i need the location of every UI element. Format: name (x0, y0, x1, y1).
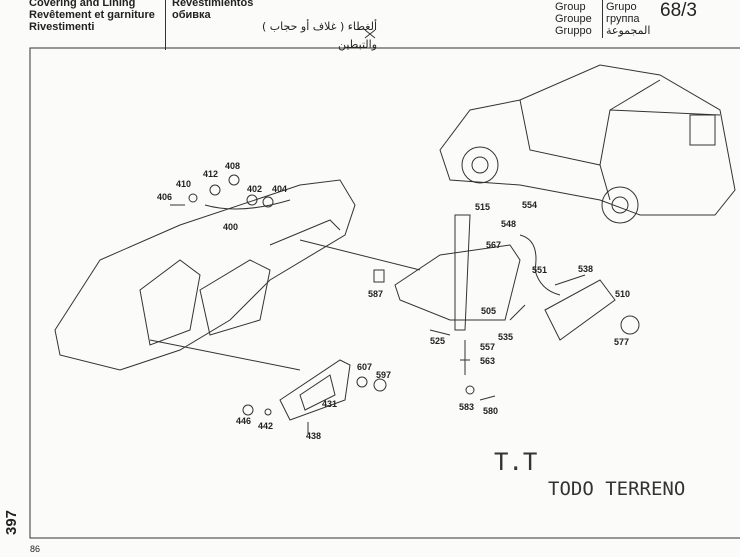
title-en: Covering and Lining (29, 0, 136, 9)
part-label: 577 (614, 337, 630, 347)
part-label: 554 (522, 200, 538, 210)
title-it: Rivestimenti (29, 21, 95, 33)
glovebox-illustration (394, 214, 640, 401)
part-label: 400 (223, 222, 239, 232)
group-fr: Groupe (555, 13, 592, 25)
part-label: 408 (225, 161, 241, 171)
part-label: 402 (247, 184, 263, 194)
page-number-bottom: 86 (30, 544, 41, 554)
group-it: Gruppo (555, 25, 592, 37)
part-label: 406 (157, 192, 173, 202)
group-es: Grupo (606, 1, 637, 13)
part-label: 442 (258, 421, 274, 431)
part-label: 548 (501, 219, 517, 229)
group-labels: Group Groupe Gruppo (555, 1, 592, 37)
part-label: 563 (480, 356, 496, 366)
part-label: 412 (203, 169, 219, 179)
part-label: 551 (532, 265, 548, 275)
part-label: 510 (615, 289, 631, 299)
x-mark (364, 29, 376, 39)
part-label: 583 (459, 402, 475, 412)
part-label: 446 (236, 416, 252, 426)
part-label: 597 (376, 370, 392, 380)
vehicle-illustration (439, 64, 736, 224)
part-label: 438 (306, 431, 322, 441)
part-label: 538 (578, 264, 594, 274)
page-number-side: 397 (3, 509, 20, 535)
part-label: 525 (430, 336, 446, 346)
part-label: 557 (480, 342, 496, 352)
title-ru: обивка (172, 9, 211, 21)
part-label: 431 (322, 399, 338, 409)
title-es: Revestimientos (172, 0, 254, 9)
part-label: 535 (498, 332, 514, 342)
title-fr: Revêtement et garniture (29, 9, 155, 21)
dashboard-illustration (54, 179, 421, 371)
bracket-parts (170, 174, 385, 283)
stamp-todo-terreno: TODO TERRENO (548, 478, 686, 500)
title-block-left: Covering and Lining Revêtement et garnit… (29, 0, 155, 33)
part-label: 580 (483, 406, 499, 416)
group-labels-2: Grupo группа المجموعة (606, 1, 650, 37)
divider (602, 0, 603, 38)
part-label: 567 (486, 240, 502, 250)
divider (165, 0, 166, 50)
group-ru: группа (606, 13, 640, 25)
part-label: 515 (475, 202, 491, 212)
title-ar-1: ألغطاء ( غلاف أو حجاب ) (262, 20, 378, 33)
part-label: 505 (481, 306, 497, 316)
ashtray-panel-illustration (242, 359, 387, 434)
group-en: Group (555, 1, 586, 13)
part-label: 404 (272, 184, 288, 194)
group-ar: المجموعة (606, 24, 651, 37)
stamp-tt: T.T (494, 448, 538, 476)
diagram-frame (29, 47, 740, 539)
group-number: 68/3 (660, 0, 697, 21)
part-label: 410 (176, 179, 192, 189)
part-label: 607 (357, 362, 373, 372)
part-label: 587 (368, 289, 384, 299)
